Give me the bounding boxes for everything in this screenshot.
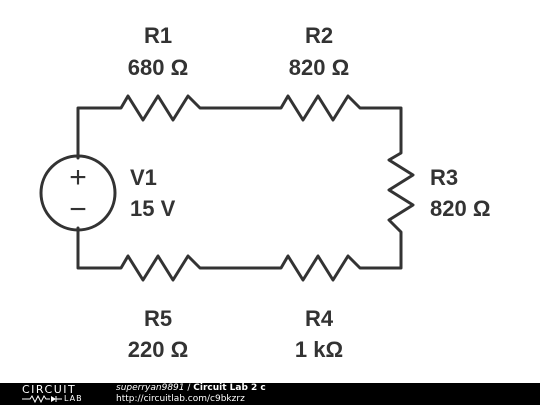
r5-name-label: R5 bbox=[144, 306, 172, 331]
r4-value-label: 1 kΩ bbox=[295, 337, 343, 362]
resistor-r5 bbox=[112, 254, 208, 282]
v1-value-label: 15 V bbox=[130, 196, 176, 221]
author-name[interactable]: superryan9891 bbox=[116, 383, 185, 393]
circuitlab-logo: CIRCUIT LAB bbox=[22, 384, 94, 404]
r2-name-label: R2 bbox=[305, 23, 333, 48]
resistor-r1 bbox=[112, 94, 208, 122]
v1-plus-sign: + bbox=[69, 161, 87, 194]
voltage-source-v1 bbox=[39, 154, 117, 232]
wire-top-right bbox=[364, 106, 403, 148]
resistor-r4 bbox=[272, 254, 368, 282]
circuit-title[interactable]: Circuit Lab 2 c bbox=[193, 383, 266, 393]
r2-value-label: 820 Ω bbox=[289, 55, 349, 80]
resistor-logo-icon bbox=[22, 395, 62, 403]
v1-name-label: V1 bbox=[130, 165, 157, 190]
resistor-r2 bbox=[272, 94, 368, 122]
r5-value-label: 220 Ω bbox=[128, 337, 188, 362]
v1-minus-sign: − bbox=[69, 193, 87, 226]
credits-separator: / bbox=[184, 383, 194, 393]
credits: superryan9891 / Circuit Lab 2 c http://c… bbox=[116, 383, 266, 405]
wire-top-left bbox=[76, 106, 116, 160]
resistor-r3 bbox=[387, 144, 415, 240]
wire-bottom-right bbox=[364, 236, 403, 270]
logo-text-top: CIRCUIT bbox=[22, 383, 77, 396]
r4-name-label: R4 bbox=[305, 306, 334, 331]
circuit-url-link[interactable]: http://circuitlab.com/c9bkzrz bbox=[116, 394, 245, 404]
wire-bottom-left bbox=[76, 226, 116, 270]
r1-name-label: R1 bbox=[144, 23, 172, 48]
footer-bar: CIRCUIT LAB superryan9891 / Circuit Lab … bbox=[0, 383, 540, 405]
r1-value-label: 680 Ω bbox=[128, 55, 188, 80]
r3-value-label: 820 Ω bbox=[430, 196, 490, 221]
circuit-diagram: + − R1 680 Ω R2 820 Ω R3 820 Ω V1 15 V R… bbox=[39, 23, 490, 362]
r3-name-label: R3 bbox=[430, 165, 458, 190]
logo-text-bottom: LAB bbox=[64, 394, 83, 403]
